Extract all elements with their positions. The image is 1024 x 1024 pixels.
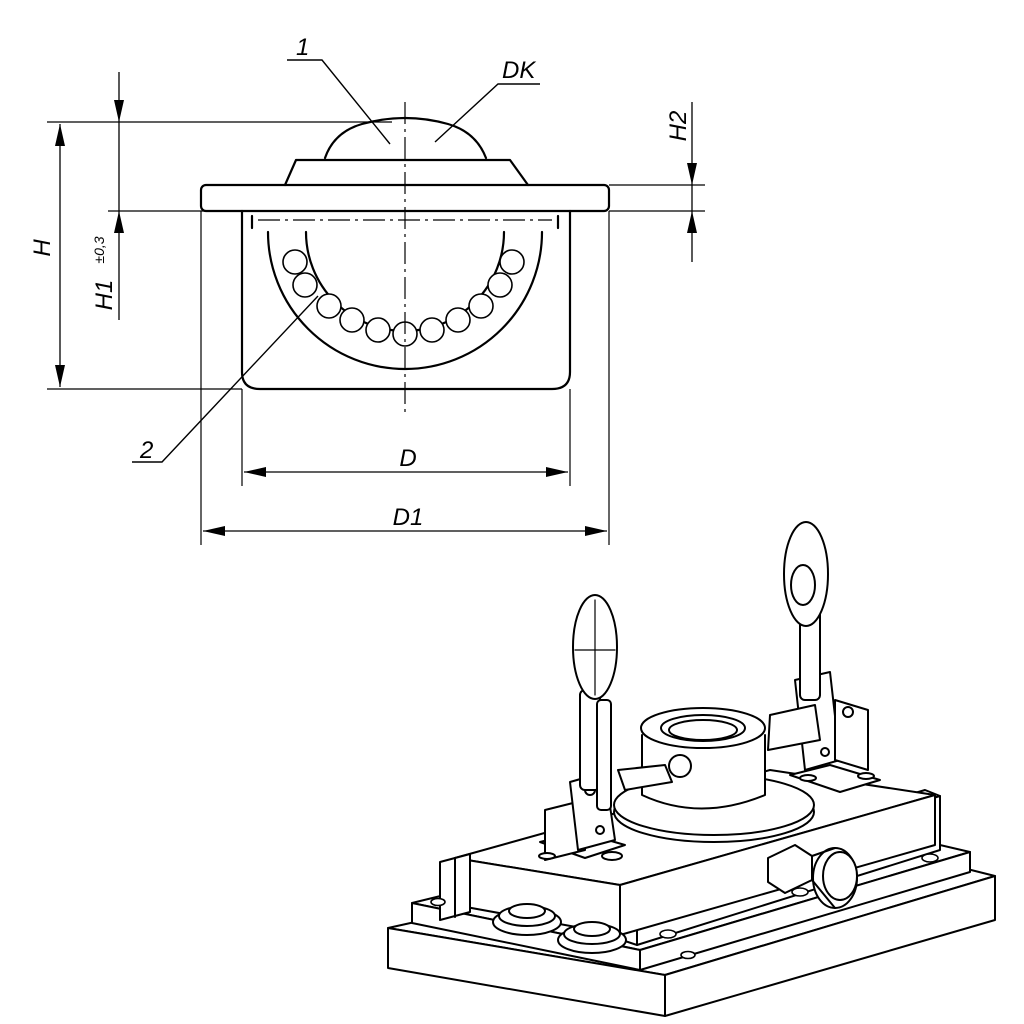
extension-lines xyxy=(47,121,705,545)
label-d1: D1 xyxy=(393,504,424,531)
leaders xyxy=(132,59,540,463)
support-ball xyxy=(316,293,342,319)
collar xyxy=(283,158,530,187)
cylinder-housing xyxy=(640,707,766,810)
support-ball xyxy=(468,293,494,319)
support-ball xyxy=(445,307,471,333)
label-h1: H1 xyxy=(91,280,118,311)
label-part-2: 2 xyxy=(139,437,153,464)
support-balls xyxy=(282,249,525,347)
leader-dk xyxy=(434,83,540,143)
right-toggle-clamp xyxy=(767,521,881,793)
housing-body xyxy=(240,209,572,391)
side-port xyxy=(668,754,692,778)
support-ball xyxy=(339,307,365,333)
label-h1-tolerance: ±0,3 xyxy=(91,236,107,263)
support-ball xyxy=(292,272,318,298)
support-buttons xyxy=(492,903,627,954)
support-ball xyxy=(419,317,445,343)
side-plug xyxy=(767,844,858,909)
label-dk: DK xyxy=(502,57,536,84)
center-lines xyxy=(258,102,552,412)
support-ball xyxy=(499,249,525,275)
label-h2: H2 xyxy=(665,111,692,142)
left-toggle-clamp xyxy=(538,594,673,861)
dimension-lines xyxy=(55,72,697,536)
label-h: H xyxy=(29,239,56,257)
support-ball xyxy=(282,249,308,275)
support-ball xyxy=(487,272,513,298)
fixture-illustration xyxy=(387,521,996,1017)
base-screws xyxy=(430,853,939,960)
label-d: D xyxy=(399,445,416,472)
support-ball xyxy=(365,317,391,343)
leader-part-2 xyxy=(132,295,319,463)
leader-part-1 xyxy=(287,59,391,145)
drawing-labels: 1 DK 2 H H1 ±0,3 H2 D D1 xyxy=(29,34,692,531)
label-part-1: 1 xyxy=(296,34,309,61)
side-bracket xyxy=(439,853,471,921)
